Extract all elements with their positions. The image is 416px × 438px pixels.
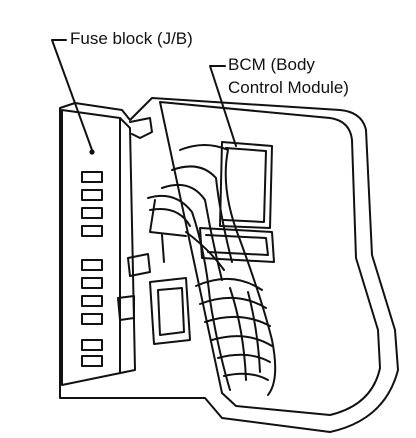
mid-connector (127, 253, 151, 277)
bcm-label-line2: Control Module) (228, 78, 349, 97)
fuse-column (81, 171, 103, 367)
fuse-block-leader (51, 39, 93, 151)
bcm-box-face (223, 147, 267, 223)
lower-clip (117, 295, 135, 321)
lower-bracket-inner (157, 287, 185, 336)
lower-bracket (149, 277, 191, 345)
bcm-connector-inner (205, 234, 269, 256)
bcm-leader (209, 65, 237, 147)
fuse-block-label: Fuse block (J/B) (70, 29, 193, 48)
fuse-block-body (61, 109, 136, 386)
harness-outline-right (179, 144, 277, 396)
upper-clip (129, 117, 153, 139)
bcm-label-line1: BCM (Body (228, 55, 315, 74)
bcm-box (219, 141, 273, 229)
harness-outline-left (147, 194, 231, 391)
inner-housing-edge (159, 101, 381, 416)
outer-housing (59, 97, 399, 433)
